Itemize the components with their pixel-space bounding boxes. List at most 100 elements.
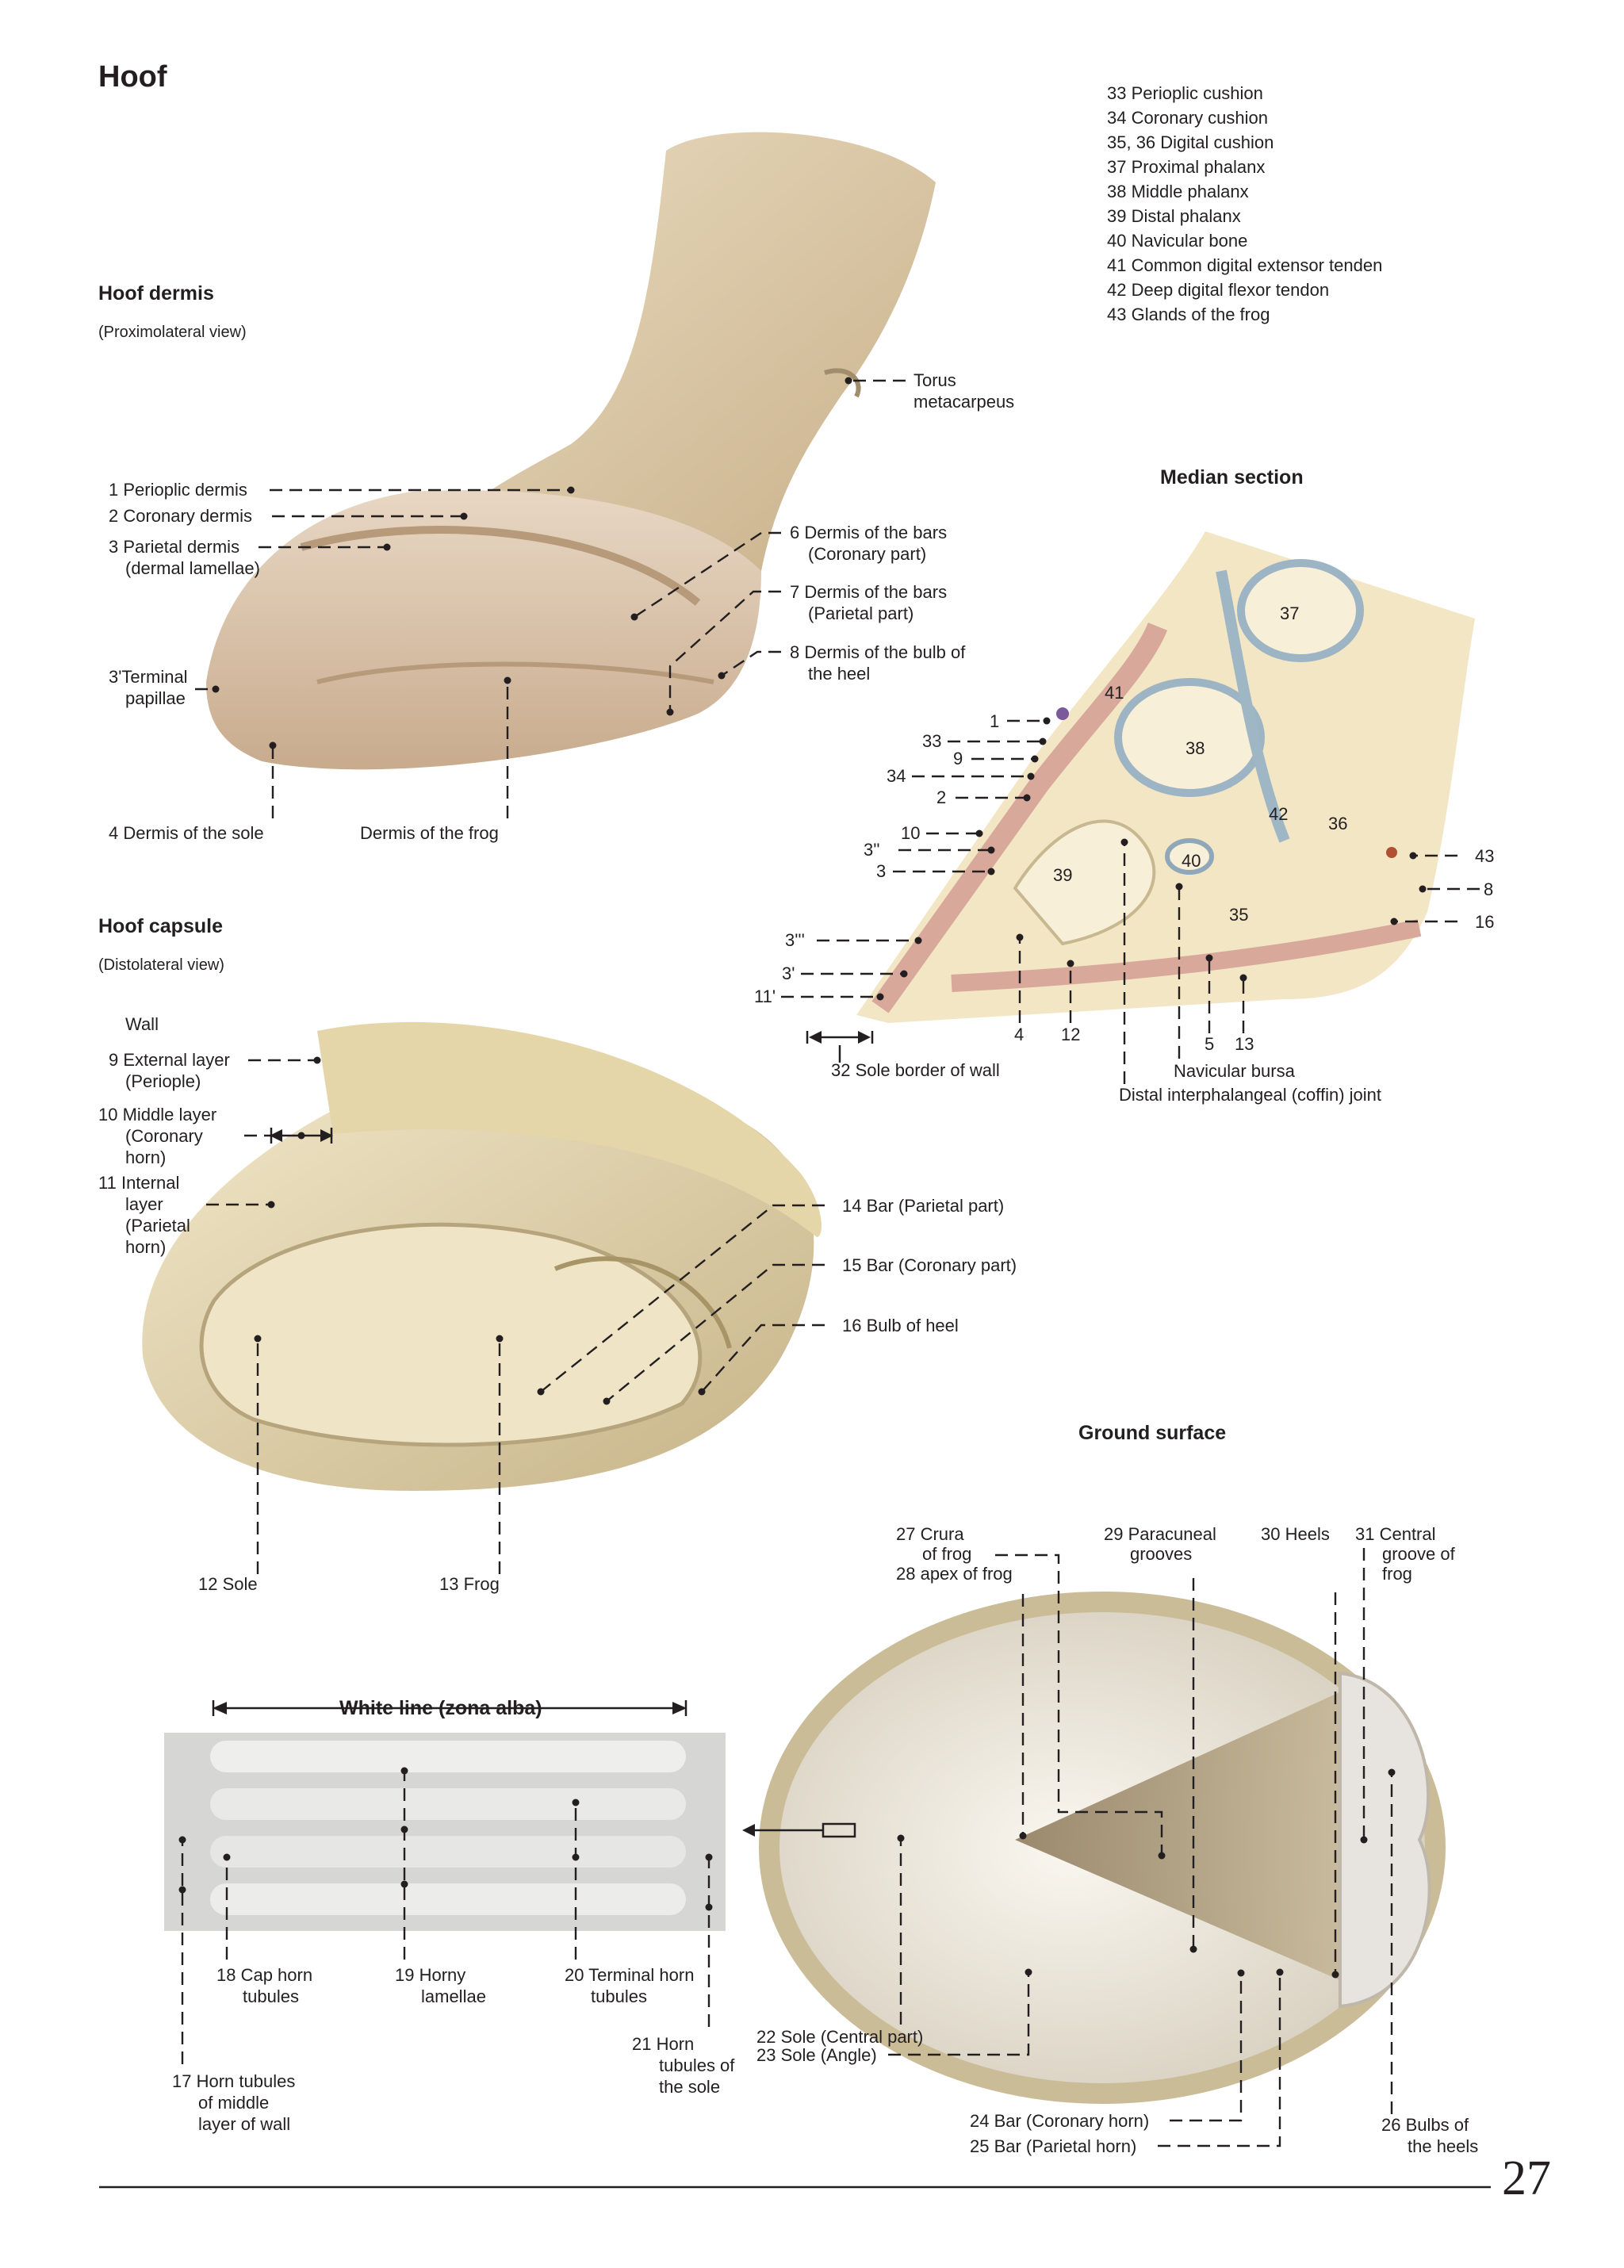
num-3-double-prime: 3''	[864, 840, 880, 860]
label-torus: Torus	[914, 370, 956, 390]
hoof-dermis-illustration	[206, 132, 936, 770]
label-11: layer	[125, 1194, 163, 1214]
label-10: 10 Middle layer	[98, 1105, 217, 1124]
legend-item: 33 Perioplic cushion	[1107, 83, 1263, 103]
legend-item: 43 Glands of the frog	[1107, 305, 1270, 324]
num-40: 40	[1182, 851, 1201, 871]
num-4: 4	[1014, 1025, 1025, 1044]
num-36: 36	[1328, 814, 1348, 833]
num-8: 8	[1484, 879, 1494, 899]
label-22: 22 Sole (Central part)	[756, 2027, 924, 2047]
label-20: tubules	[591, 1986, 647, 2006]
num-5: 5	[1205, 1034, 1215, 1054]
num-43: 43	[1475, 846, 1495, 866]
label-6: (Coronary part)	[808, 544, 927, 564]
hoof-capsule-title: Hoof capsule	[98, 915, 223, 937]
label-1: 1 Perioplic dermis	[109, 480, 247, 500]
num-38: 38	[1185, 738, 1205, 758]
label-dermis-frog: Dermis of the frog	[360, 823, 499, 843]
num-3-prime: 3'	[782, 964, 795, 983]
page-title: Hoof	[98, 60, 167, 94]
num-10: 10	[901, 823, 921, 843]
label-29: grooves	[1130, 1544, 1193, 1564]
label-11: (Parietal	[125, 1216, 190, 1236]
label-7: 7 Dermis of the bars	[790, 582, 948, 602]
label-26: 26 Bulbs of	[1381, 2115, 1469, 2135]
label-3: (dermal lamellae)	[125, 558, 260, 578]
num-12: 12	[1061, 1025, 1081, 1044]
label-9: 9 External layer	[109, 1050, 230, 1070]
median-section-illustration	[856, 531, 1475, 1023]
label-31: groove of	[1382, 1544, 1455, 1564]
num-39: 39	[1053, 865, 1073, 885]
legend-item: 35, 36 Digital cushion	[1107, 132, 1274, 152]
num-16: 16	[1475, 912, 1495, 932]
white-line-micrograph	[164, 1700, 726, 1931]
ground-surface-illustration	[742, 1592, 1446, 2104]
label-sole-border: 32 Sole border of wall	[831, 1060, 1000, 1080]
label-15: 15 Bar (Coronary part)	[842, 1255, 1017, 1275]
label-29: 29 Paracuneal	[1104, 1524, 1216, 1544]
label-16: 16 Bulb of heel	[842, 1316, 959, 1335]
num-3: 3	[876, 861, 887, 881]
label-9: (Periople)	[125, 1071, 201, 1091]
label-21: the sole	[659, 2077, 721, 2097]
label-17: of middle	[198, 2093, 270, 2113]
label-3-prime: 3'Terminal	[109, 667, 188, 687]
median-section-title: Median section	[1160, 466, 1304, 488]
label-21: 21 Horn	[632, 2034, 695, 2054]
label-17: layer of wall	[198, 2114, 291, 2134]
hoof-capsule-illustration	[142, 1021, 822, 1491]
num-11-prime: 11'	[754, 987, 776, 1006]
label-3: 3 Parietal dermis	[109, 537, 240, 557]
hoof-capsule-subtitle: (Distolateral view)	[98, 956, 224, 974]
label-11: 11 Internal	[98, 1173, 180, 1193]
label-24: 24 Bar (Coronary horn)	[970, 2111, 1150, 2131]
label-13: 13 Frog	[439, 1574, 500, 1594]
label-27: of frog	[922, 1544, 972, 1564]
label-19: 19 Horny	[395, 1965, 466, 1985]
label-26: the heels	[1408, 2136, 1479, 2156]
label-11: horn)	[125, 1237, 167, 1257]
label-30: 30 Heels	[1261, 1524, 1330, 1544]
label-21: tubules of	[659, 2055, 735, 2075]
label-25: 25 Bar (Parietal horn)	[970, 2136, 1137, 2156]
label-10: (Coronary	[125, 1126, 203, 1146]
num-1: 1	[990, 711, 1000, 731]
page-number: 27	[1502, 2151, 1551, 2205]
legend-list: 33 Perioplic cushion 34 Coronary cushion…	[1107, 82, 1383, 324]
label-coffin-joint: Distal interphalangeal (coffin) joint	[1119, 1085, 1381, 1105]
legend-item: 38 Middle phalanx	[1107, 182, 1249, 201]
label-10: horn)	[125, 1147, 167, 1167]
label-27: 27 Crura	[896, 1524, 964, 1544]
label-8: 8 Dermis of the bulb of	[790, 642, 966, 662]
label-18: tubules	[243, 1986, 299, 2006]
label-12: 12 Sole	[198, 1574, 258, 1594]
label-4: 4 Dermis of the sole	[109, 823, 264, 843]
hoof-dermis-subtitle: (Proximolateral view)	[98, 324, 247, 341]
num-2: 2	[936, 787, 947, 807]
label-14: 14 Bar (Parietal part)	[842, 1196, 1005, 1216]
num-42: 42	[1269, 804, 1289, 824]
label-wall: Wall	[125, 1014, 159, 1034]
label-torus: metacarpeus	[914, 392, 1015, 412]
legend-item: 39 Distal phalanx	[1107, 206, 1241, 226]
label-18: 18 Cap horn	[216, 1965, 313, 1985]
num-41: 41	[1105, 683, 1124, 703]
legend-item: 34 Coronary cushion	[1107, 108, 1269, 128]
num-3-triple-prime: 3'''	[785, 930, 805, 950]
label-navicular-bursa: Navicular bursa	[1174, 1061, 1295, 1081]
label-7: (Parietal part)	[808, 603, 914, 623]
label-31: frog	[1382, 1564, 1412, 1584]
legend-item: 41 Common digital extensor tenden	[1107, 255, 1383, 275]
num-35: 35	[1229, 905, 1249, 925]
num-33: 33	[922, 731, 942, 751]
white-line-title: White line (zona alba)	[339, 1697, 542, 1719]
label-28: 28 apex of frog	[896, 1564, 1013, 1584]
legend-item: 37 Proximal phalanx	[1107, 157, 1266, 177]
label-6: 6 Dermis of the bars	[790, 523, 948, 542]
hoof-dermis-title: Hoof dermis	[98, 282, 214, 305]
label-19: lamellae	[421, 1986, 486, 2006]
num-13: 13	[1235, 1034, 1254, 1054]
